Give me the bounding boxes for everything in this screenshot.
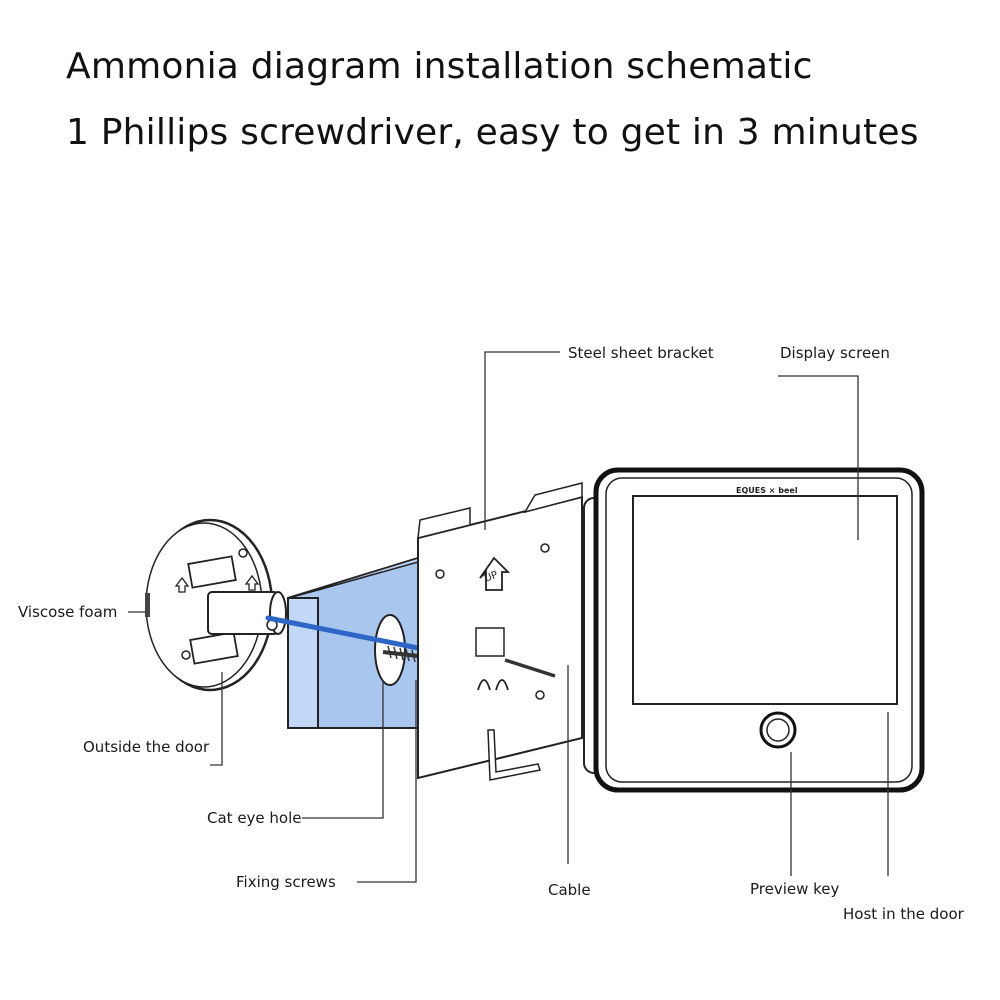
label-cable: Cable bbox=[548, 881, 591, 899]
leader-lines bbox=[128, 351, 889, 883]
outside-unit bbox=[145, 518, 287, 692]
label-fixing-screws: Fixing screws bbox=[236, 873, 336, 891]
cat-eye-hole-opening bbox=[374, 614, 406, 686]
display-screen-area bbox=[632, 495, 898, 705]
page-title: Ammonia diagram installation schematic bbox=[66, 46, 813, 87]
bracket-arrow-text: UP bbox=[483, 570, 499, 585]
label-host-in-the-door: Host in the door bbox=[843, 905, 964, 923]
door-panel bbox=[287, 556, 419, 729]
label-viscose-foam: Viscose foam bbox=[18, 603, 118, 621]
label-steel-sheet-bracket: Steel sheet bracket bbox=[568, 344, 714, 362]
steel-bracket: UP bbox=[417, 482, 583, 781]
label-cat-eye-hole: Cat eye hole bbox=[207, 809, 302, 827]
brand-text: EQUES × beel bbox=[736, 486, 798, 495]
label-outside-the-door: Outside the door bbox=[83, 738, 210, 756]
label-display-screen: Display screen bbox=[780, 344, 890, 362]
label-preview-key: Preview key bbox=[750, 880, 840, 898]
host-device: EQUES × beel bbox=[583, 467, 925, 793]
page-subtitle: 1 Phillips screwdriver, easy to get in 3… bbox=[66, 112, 919, 153]
